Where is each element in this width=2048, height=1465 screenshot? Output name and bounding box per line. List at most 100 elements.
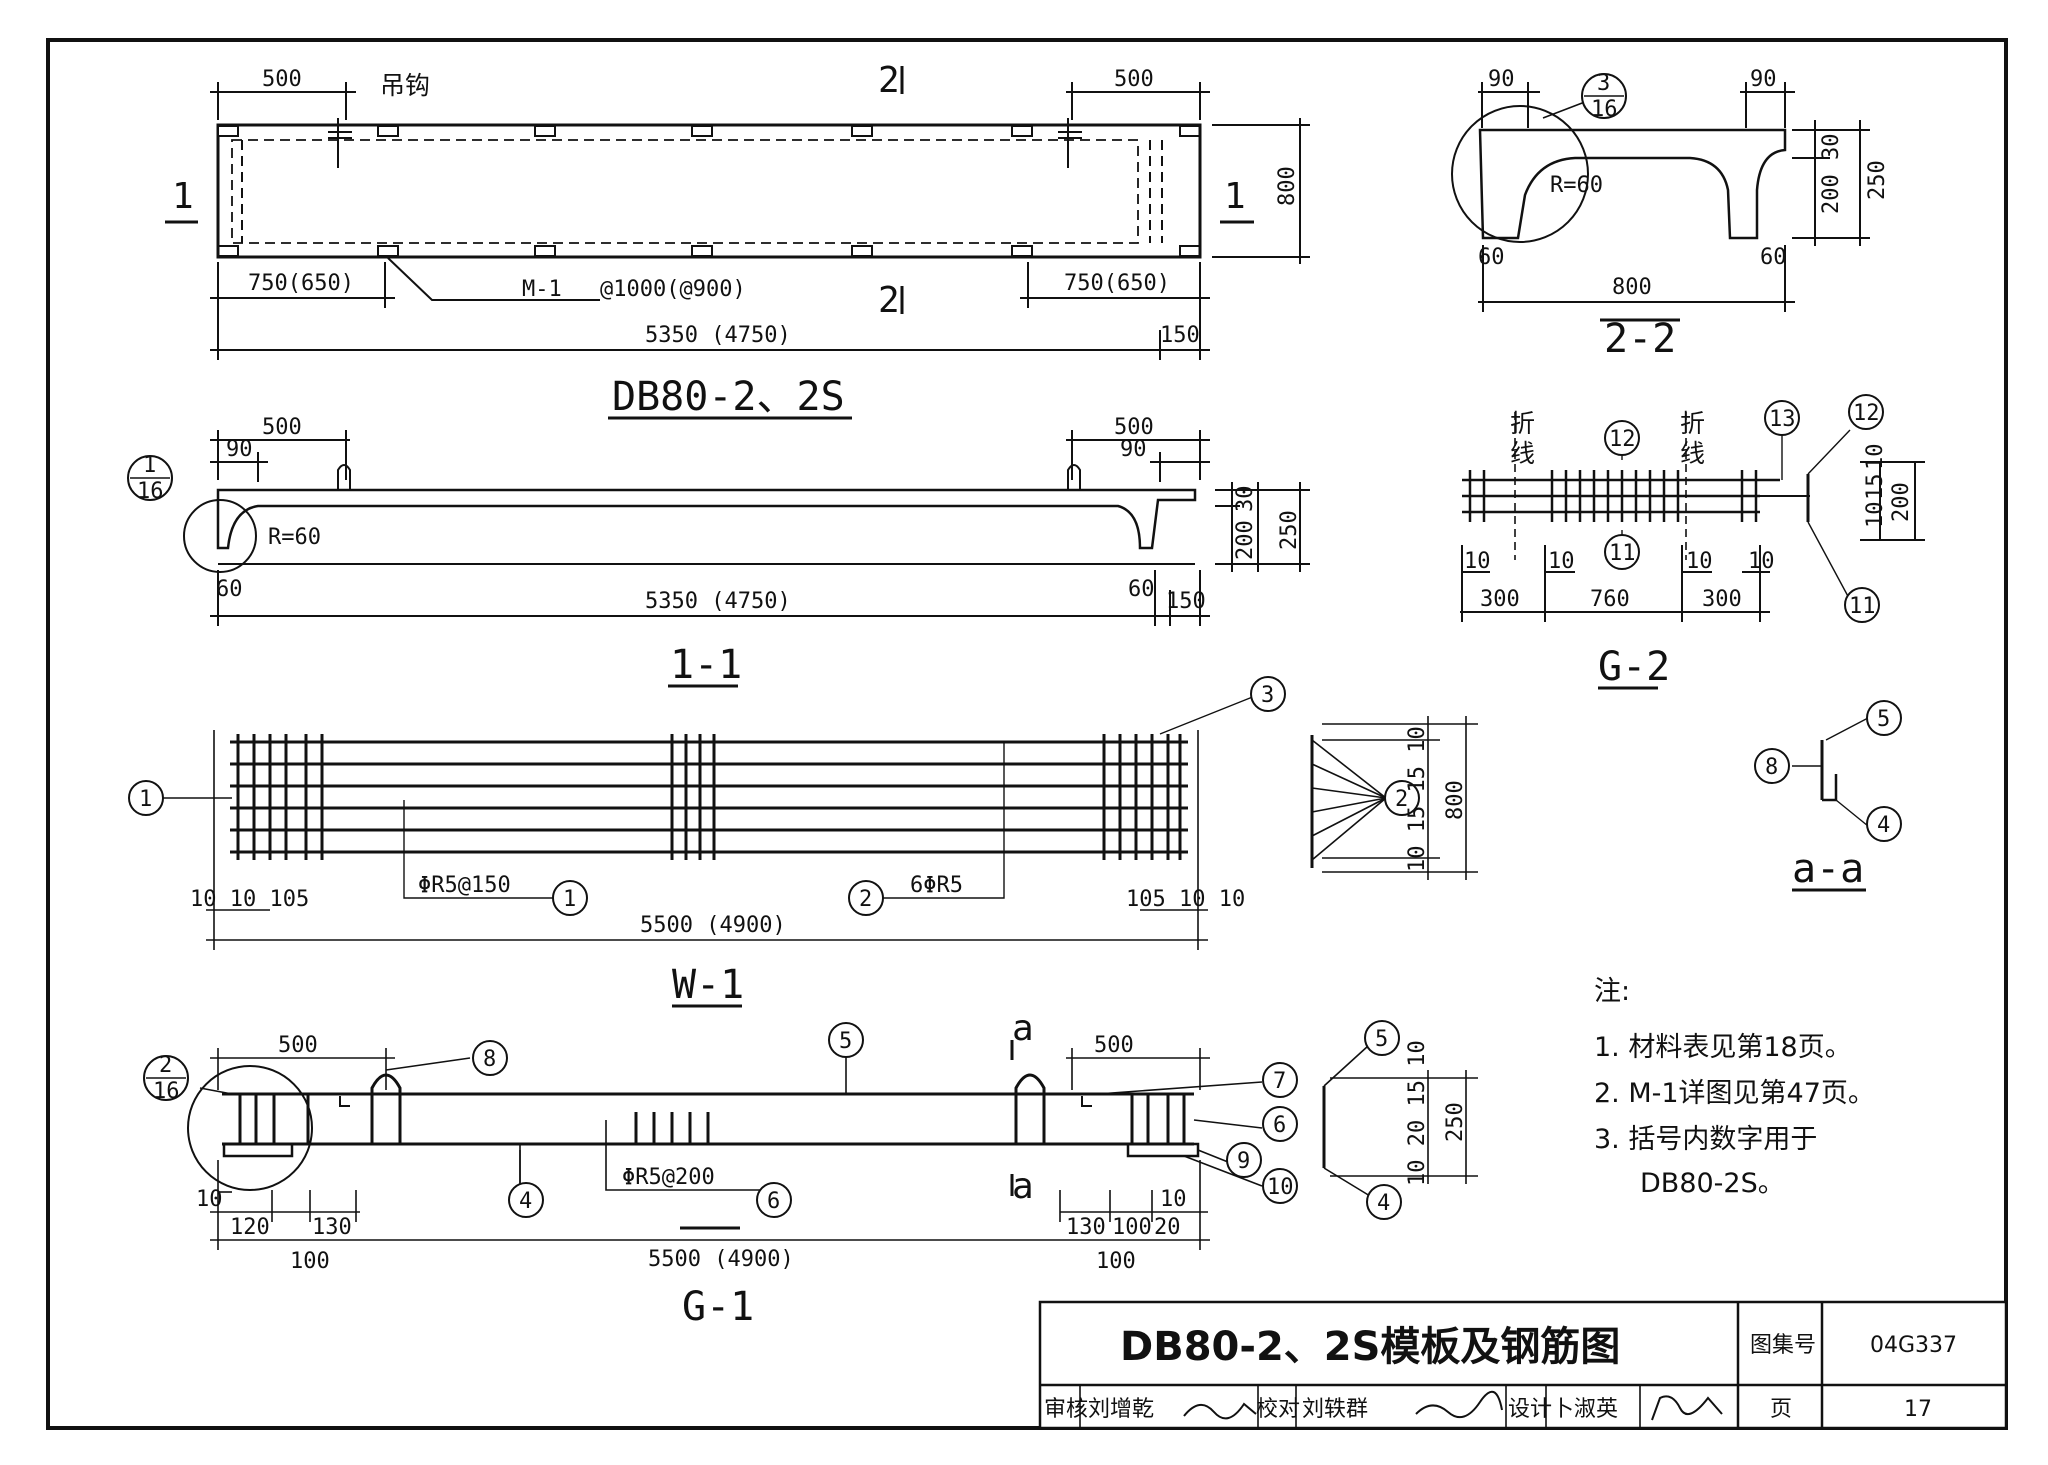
g2-dim-200-side: 200 xyxy=(1889,482,1914,522)
g2-dim-15-side-a: 15 xyxy=(1863,474,1888,501)
g2-mark-13: 13 xyxy=(1769,407,1796,432)
sec11-dim-60-right: 60 xyxy=(1128,577,1155,602)
w1-side-section xyxy=(1310,716,1478,880)
aa-mark-8: 8 xyxy=(1765,755,1778,780)
sec22-title: 2-2 xyxy=(1604,316,1676,362)
g1-dim-130-left: 130 xyxy=(312,1215,352,1240)
plan-dim-150: 150 xyxy=(1160,323,1200,348)
g2-rebar-cage xyxy=(1460,412,1925,690)
g2-dim-760: 760 xyxy=(1590,587,1630,612)
signature-marks xyxy=(1183,1390,1723,1421)
g1-dim-100-left: 100 xyxy=(290,1249,330,1274)
g2-mark-12: 12 xyxy=(1609,427,1636,452)
g2-mark-12-side: 12 xyxy=(1853,401,1880,426)
plan-dim-750-right: 750(650) xyxy=(1064,271,1170,296)
g2-dim-300-right: 300 xyxy=(1702,587,1742,612)
sec11-dim-60-left: 60 xyxy=(216,577,243,602)
w1-mark-1b-bubble xyxy=(552,880,588,916)
g1-dim-120: 120 xyxy=(230,1215,270,1240)
g2-dim-10-c: 10 xyxy=(1686,549,1713,574)
g1-mark-6: 6 xyxy=(767,1189,780,1214)
g1-mark-10-bubble xyxy=(1262,1168,1298,1204)
g1-mark-7: 7 xyxy=(1273,1069,1286,1094)
g1-side-dims: 10 20 15 10 xyxy=(1405,1040,1430,1186)
plan-cut-1-left: 1 xyxy=(172,176,194,217)
g1-side-mark-4: 4 xyxy=(1377,1191,1390,1216)
sec22-dim-90-right: 90 xyxy=(1750,67,1777,92)
w1-mark-1-bubble xyxy=(128,780,164,816)
sec11-dim-150: 150 xyxy=(1166,589,1206,614)
sec22-dim-60-left: 60 xyxy=(1478,245,1505,270)
g1-side-mark-5: 5 xyxy=(1375,1027,1388,1052)
sec11-dim-30: 30 xyxy=(1233,486,1258,513)
notes-item-3: 3. 括号内数字用于 xyxy=(1594,1124,1817,1155)
sec11-detail-number: 1 xyxy=(143,453,156,478)
w1-mark-3-bubble xyxy=(1250,676,1286,712)
sec11-dim-500-right: 500 xyxy=(1114,415,1154,440)
g1-bar-label: ΦR5@200 xyxy=(622,1165,715,1190)
designer-name: 卜淑英 xyxy=(1552,1397,1618,1422)
check-label: 校对 xyxy=(1256,1397,1300,1422)
sec22-detail-page: 16 xyxy=(1591,97,1618,122)
sec22-dim-30: 30 xyxy=(1819,134,1844,161)
w1-mark-2: 2 xyxy=(859,887,872,912)
section-1-1 xyxy=(183,430,1310,688)
notes-item-1: 1. 材料表见第18页。 xyxy=(1594,1032,1852,1063)
g1-side-mark-5-bubble xyxy=(1364,1020,1400,1056)
aa-mark-8-bubble xyxy=(1754,748,1790,784)
g2-fold-right-1: 折 xyxy=(1680,409,1705,438)
g1-mark-6-bubble xyxy=(756,1182,792,1218)
sec22-dim-800: 800 xyxy=(1612,275,1652,300)
sec22-dim-60-right: 60 xyxy=(1760,245,1787,270)
drawing-title: DB80-2、2S模板及钢筋图 xyxy=(1120,1324,1620,1370)
g1-dim-100-bottom: 100 xyxy=(1096,1249,1136,1274)
plan-embed-label: M-1 xyxy=(522,277,562,302)
g1-dim-10-right: 10 xyxy=(1160,1187,1187,1212)
w1-side-dims: 10 15 15 10 xyxy=(1405,726,1430,872)
w1-side-mark-2: 2 xyxy=(1395,787,1408,812)
sheet-border xyxy=(46,38,2008,1430)
plan-embed-spacing: @1000(@900) xyxy=(600,277,746,302)
plan-dim-800: 800 xyxy=(1275,166,1300,206)
g1-mark-6-right: 6 xyxy=(1273,1113,1286,1138)
g1-mark-9-bubble xyxy=(1226,1142,1262,1178)
g2-title: G-2 xyxy=(1598,644,1670,690)
g1-dim-500-left: 500 xyxy=(278,1033,318,1058)
g2-dim-10-d: 10 xyxy=(1748,549,1775,574)
sec11-radius: R=60 xyxy=(268,525,321,550)
g1-mark-9: 9 xyxy=(1237,1149,1250,1174)
sec11-dim-total: 5350 (4750) xyxy=(645,589,791,614)
w1-side-mark-2-bubble xyxy=(1384,780,1420,816)
page-number: 17 xyxy=(1904,1397,1932,1422)
design-label: 设计 xyxy=(1508,1397,1552,1422)
aa-mark-5-bubble xyxy=(1866,700,1902,736)
w1-mark-2-bubble xyxy=(848,880,884,916)
g2-mark-11-side-bubble xyxy=(1844,587,1880,623)
aa-mark-5: 5 xyxy=(1877,707,1890,732)
plan-hook-label: 吊钩 xyxy=(380,71,430,100)
g1-mark-4-bubble xyxy=(508,1182,544,1218)
w1-mark-3: 3 xyxy=(1261,683,1274,708)
sec11-dim-250: 250 xyxy=(1277,510,1302,550)
g1-dim-500-right: 500 xyxy=(1094,1033,1134,1058)
sec22-dim-250: 250 xyxy=(1865,160,1890,200)
g1-mark-7-bubble xyxy=(1262,1062,1298,1098)
sec11-dim-90-right: 90 xyxy=(1120,437,1147,462)
g2-mark-13-bubble xyxy=(1764,400,1800,436)
aa-mark-4-bubble xyxy=(1866,806,1902,842)
g1-cut-a-top: a xyxy=(1012,1008,1034,1049)
sec22-radius: R=60 xyxy=(1550,173,1603,198)
g1-dimensions xyxy=(187,1040,1478,1250)
notes-item-3-cont: DB80-2S。 xyxy=(1640,1168,1785,1199)
g1-dim-10-left: 10 xyxy=(196,1187,223,1212)
g2-mark-12-bubble xyxy=(1604,420,1640,456)
g1-title: G-1 xyxy=(682,1284,754,1330)
w1-mesh xyxy=(150,693,1261,1008)
sec11-dim-500-left: 500 xyxy=(262,415,302,440)
g1-mark-5: 5 xyxy=(839,1029,852,1054)
notes-item-2: 2. M-1详图见第47页。 xyxy=(1594,1078,1875,1109)
g1-mark-8-bubble xyxy=(472,1040,508,1076)
g2-fold-left-1: 折 xyxy=(1510,409,1535,438)
g2-mark-11-side: 11 xyxy=(1849,594,1876,619)
